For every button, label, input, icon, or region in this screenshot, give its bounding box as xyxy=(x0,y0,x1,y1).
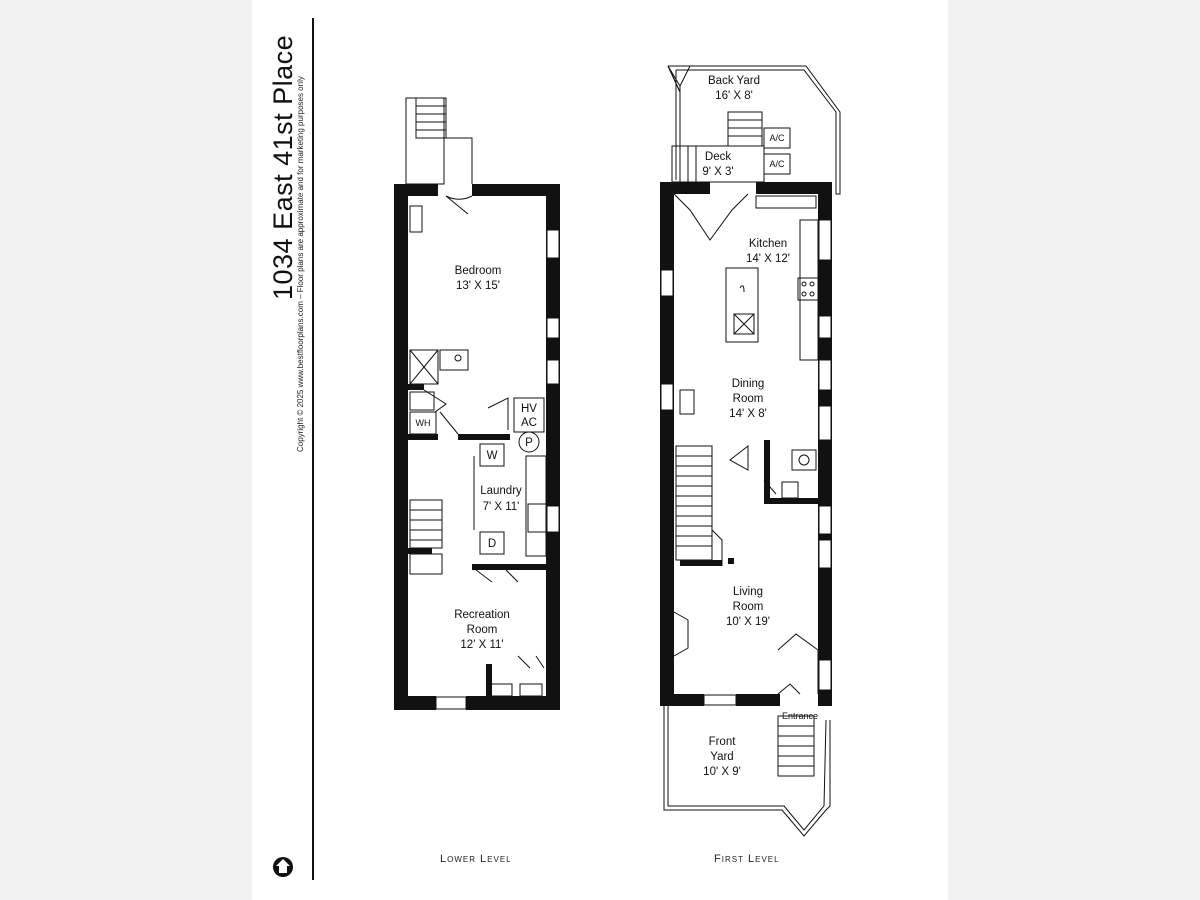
lower-level-plan: WH HV AC P W D xyxy=(394,97,560,710)
dryer: D xyxy=(479,531,505,555)
water-heater: WH xyxy=(409,411,437,435)
svg-text:A/C: A/C xyxy=(769,159,785,169)
svg-text:P: P xyxy=(525,437,533,449)
lower-walls xyxy=(394,184,560,710)
svg-text:WH: WH xyxy=(416,418,431,428)
first-level-caption: First Level xyxy=(714,853,780,865)
bedroom-dims: 13' X 15' xyxy=(456,280,500,292)
svg-text:HV: HV xyxy=(521,403,537,415)
kitchen-label: Kitchen xyxy=(749,238,787,250)
svg-text:W: W xyxy=(487,450,498,462)
svg-text:D: D xyxy=(488,538,496,550)
deck-label: Deck xyxy=(705,151,731,163)
living-room-dims: 10' X 19' xyxy=(726,616,770,628)
hvac-unit: HV AC P xyxy=(513,397,545,453)
svg-text:AC: AC xyxy=(521,417,537,429)
lower-bath xyxy=(409,349,469,411)
bedroom-label: Bedroom xyxy=(455,265,502,277)
dining-room-label-2: Room xyxy=(733,393,764,405)
column-post xyxy=(728,558,734,564)
front-yard-dims: 10' X 9' xyxy=(703,766,741,778)
laundry-sink xyxy=(473,455,547,557)
first-interior-stair xyxy=(675,445,723,566)
entrance-label: Entrance xyxy=(782,711,818,721)
recreation-room-label: Recreation xyxy=(454,609,510,621)
back-yard-dims: 16' X 8' xyxy=(715,90,753,102)
ac-unit-top: A/C xyxy=(763,127,791,149)
first-windows xyxy=(660,219,832,706)
laundry-label: Laundry xyxy=(480,485,522,497)
front-yard-label-2: Yard xyxy=(710,751,733,763)
first-walls xyxy=(660,182,832,706)
ac-unit-bottom: A/C xyxy=(763,153,791,175)
entrance-door xyxy=(777,633,819,695)
first-half-bath xyxy=(729,444,817,499)
recreation-room-label-2: Room xyxy=(467,624,498,636)
fireplace xyxy=(673,611,689,657)
front-yard xyxy=(663,706,831,837)
lower-windows xyxy=(435,229,560,710)
dining-room-dims: 14' X 8' xyxy=(729,408,767,420)
front-yard-label: Front xyxy=(709,736,737,748)
deck-dims: 9' X 3' xyxy=(702,166,733,178)
living-room-label-2: Room xyxy=(733,601,764,613)
kitchen-fixtures xyxy=(673,193,819,415)
dining-room-label: Dining xyxy=(732,378,765,390)
title-divider xyxy=(312,18,314,880)
lower-level-caption: Lower Level xyxy=(440,853,512,865)
recreation-room-dims: 12' X 11' xyxy=(460,639,503,651)
living-room-label: Living xyxy=(733,586,763,598)
svg-text:A/C: A/C xyxy=(769,133,785,143)
kitchen-dims: 14' X 12' xyxy=(746,253,790,265)
compass-logo-icon xyxy=(273,857,293,877)
laundry-dims: 7' X 11' xyxy=(483,501,520,513)
lower-interior-stair xyxy=(409,499,443,575)
washer: W xyxy=(479,443,505,467)
first-level-plan: A/C A/C xyxy=(660,65,841,837)
back-yard-label: Back Yard xyxy=(708,75,760,87)
lower-exterior-stair xyxy=(405,97,473,185)
